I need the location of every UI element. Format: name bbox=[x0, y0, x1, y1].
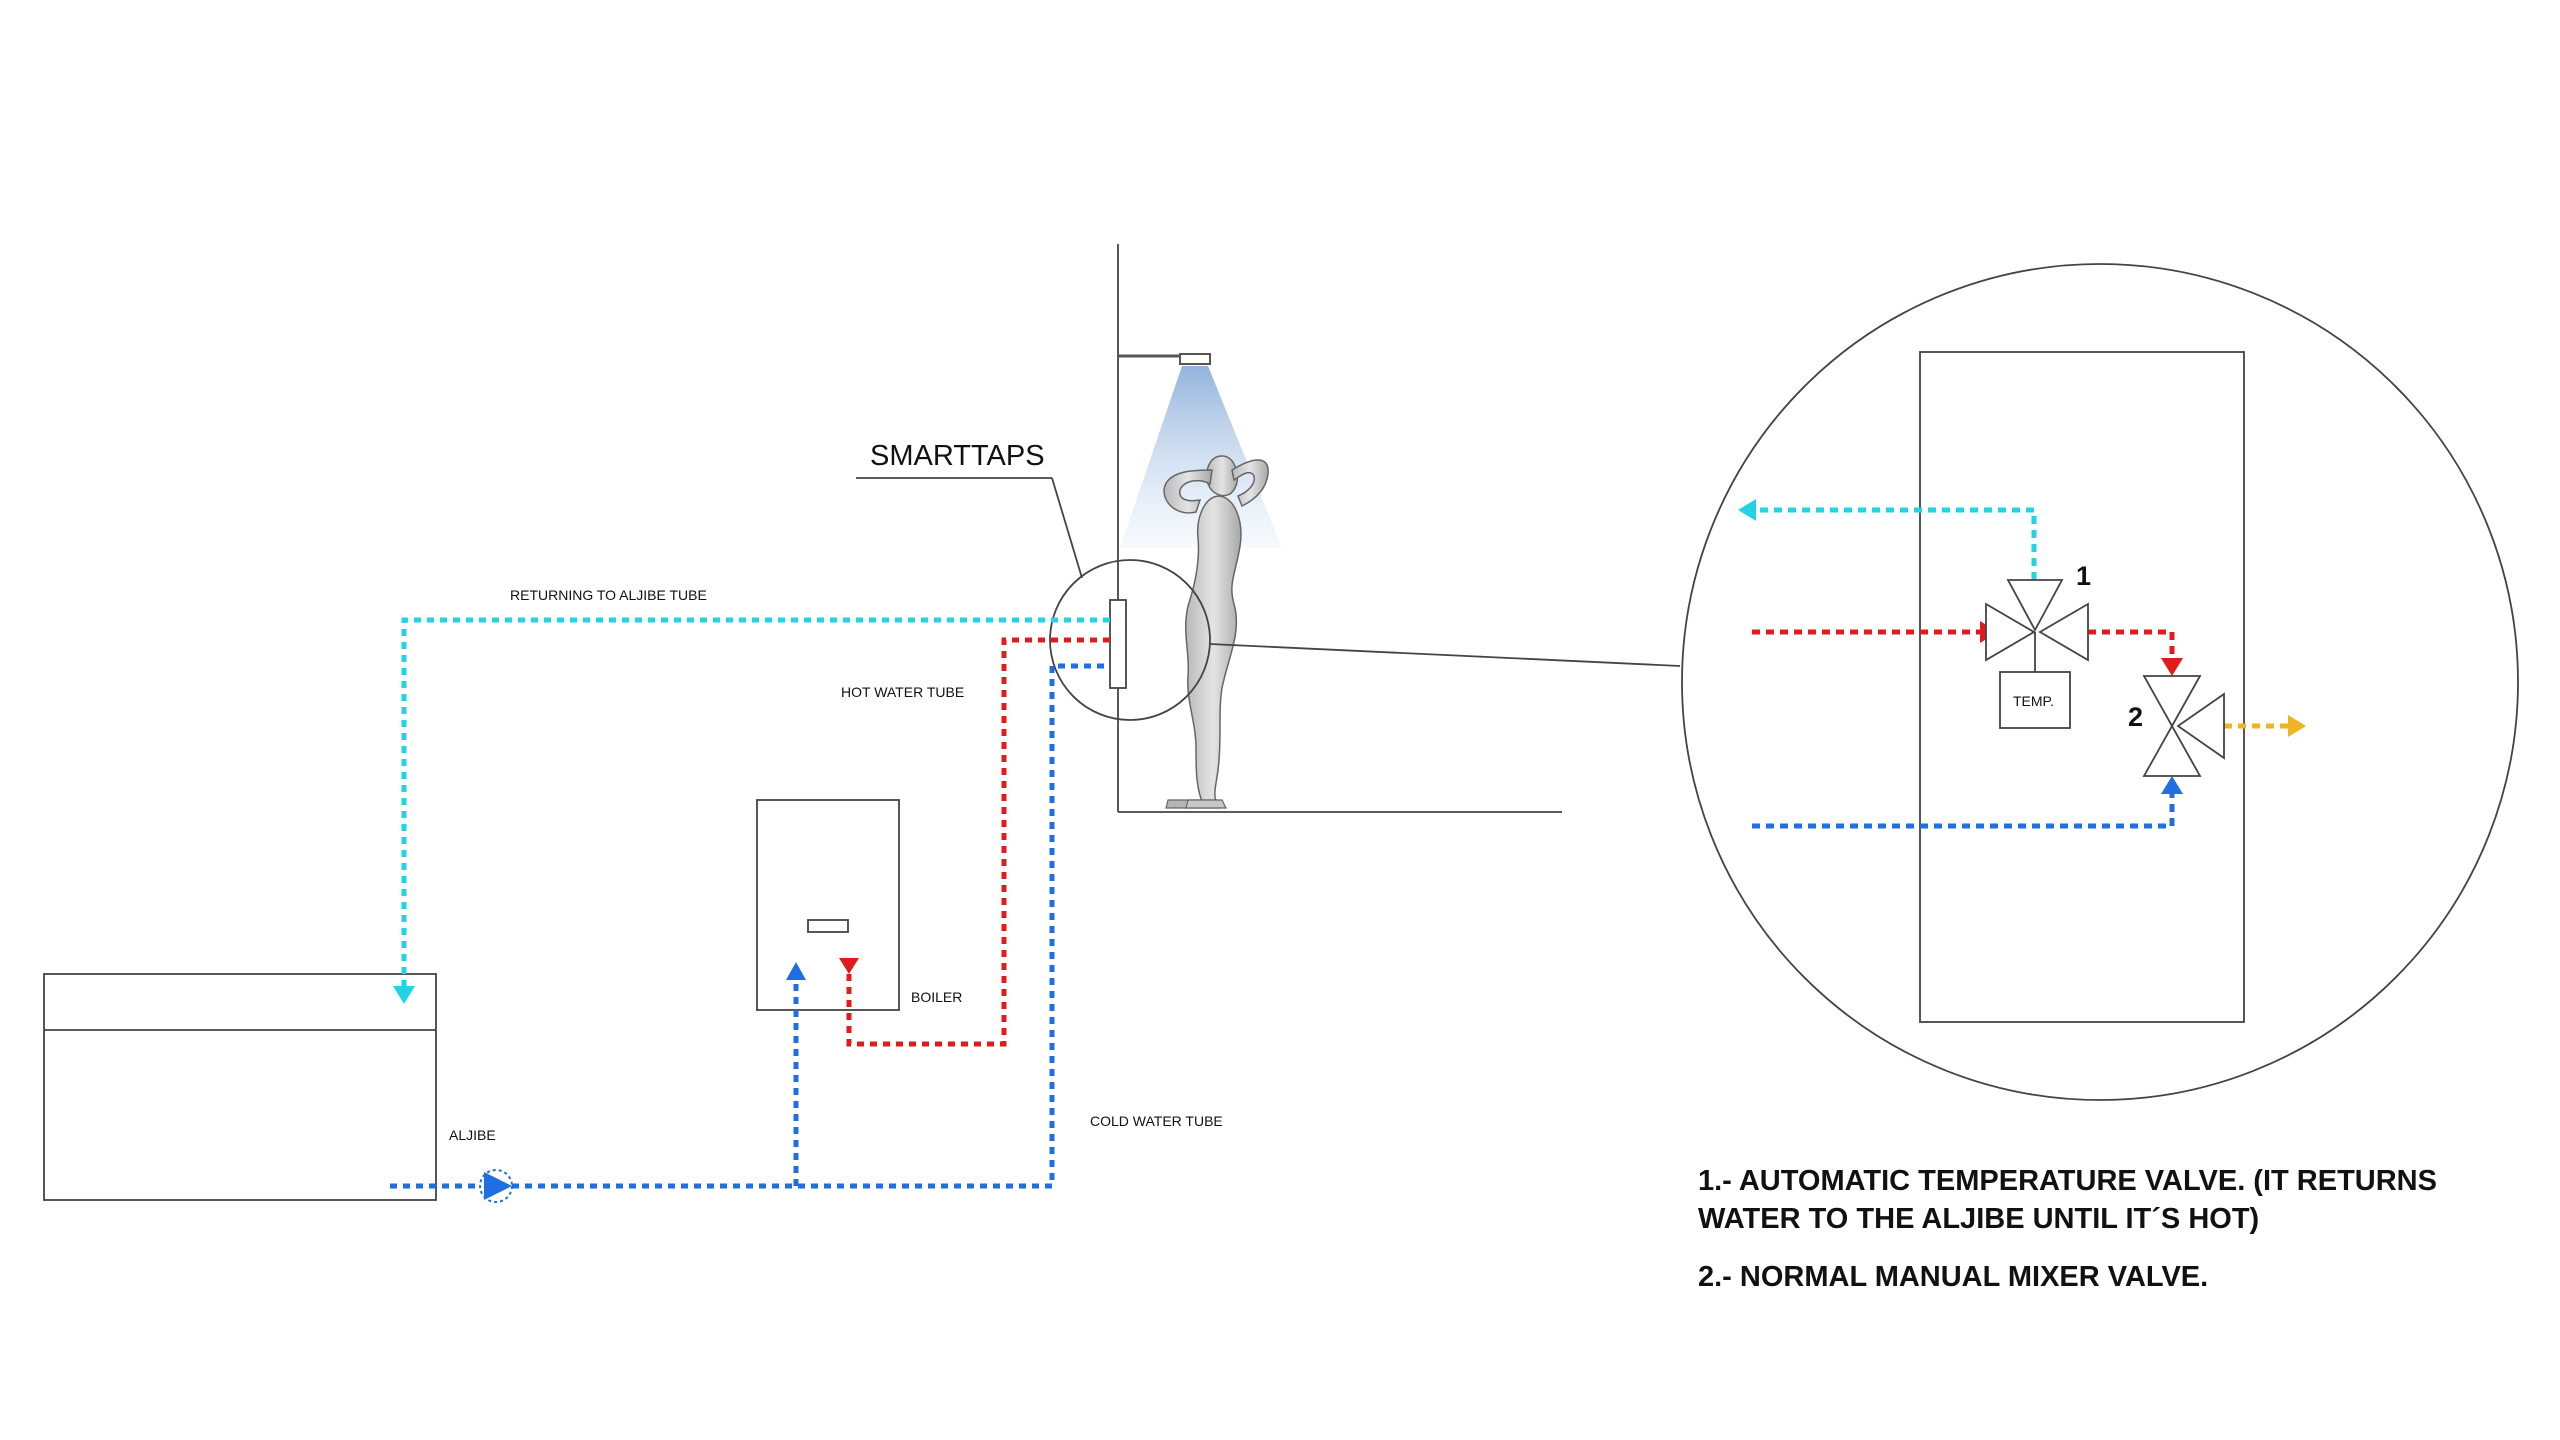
boiler bbox=[756, 799, 900, 1011]
mixed-output-pipe bbox=[2224, 715, 2306, 737]
detail-zoom-circle bbox=[1681, 263, 2519, 1101]
boiler-label: BOILER bbox=[911, 989, 962, 1005]
boiler-display bbox=[807, 919, 849, 933]
legend-item-2: 2.- NORMAL MANUAL MIXER VALVE. bbox=[1698, 1261, 2209, 1293]
temp-sensor-box bbox=[1999, 671, 2071, 729]
detail-return-pipe bbox=[1738, 499, 2037, 580]
aljibe-label: ALJIBE bbox=[449, 1127, 496, 1143]
legend: 1.- AUTOMATIC TEMPERATURE VALVE. (IT RET… bbox=[1698, 1162, 2518, 1316]
cold-water-pipe bbox=[390, 663, 1110, 1189]
shower-head-icon bbox=[1118, 353, 1211, 365]
smarttaps-zoom-circle bbox=[1049, 559, 1211, 721]
zoom-connector-line bbox=[1209, 643, 1681, 667]
valve-2-number: 2 bbox=[2128, 702, 2143, 732]
detail-hot-pipe bbox=[1752, 621, 2183, 676]
hot-water-tube-label: HOT WATER TUBE bbox=[841, 684, 964, 700]
temp-sensor-label: TEMP. bbox=[2013, 693, 2054, 709]
valve-1-number: 1 bbox=[2076, 561, 2091, 591]
detail-wall-panel bbox=[1919, 351, 2245, 1023]
aljibe-tank bbox=[43, 973, 437, 1201]
return-pipe bbox=[393, 617, 1110, 1004]
smarttaps-label: SMARTTAPS bbox=[870, 440, 1045, 472]
pump-icon bbox=[479, 1169, 513, 1203]
returning-tube-label: RETURNING TO ALJIBE TUBE bbox=[510, 587, 707, 603]
cold-water-tube-label: COLD WATER TUBE bbox=[1090, 1113, 1223, 1129]
person-silhouette-icon bbox=[1163, 455, 1269, 809]
smarttaps-unit bbox=[1109, 599, 1127, 689]
automatic-temperature-valve-icon bbox=[1985, 579, 2089, 672]
shower-wall bbox=[1117, 244, 1562, 813]
manual-mixer-valve-icon bbox=[2142, 675, 2225, 777]
smarttaps-leader-line bbox=[856, 477, 1083, 579]
legend-item-1: 1.- AUTOMATIC TEMPERATURE VALVE. (IT RET… bbox=[1698, 1165, 2437, 1235]
hot-water-pipe bbox=[839, 637, 1110, 1047]
detail-cold-pipe bbox=[1752, 776, 2183, 829]
